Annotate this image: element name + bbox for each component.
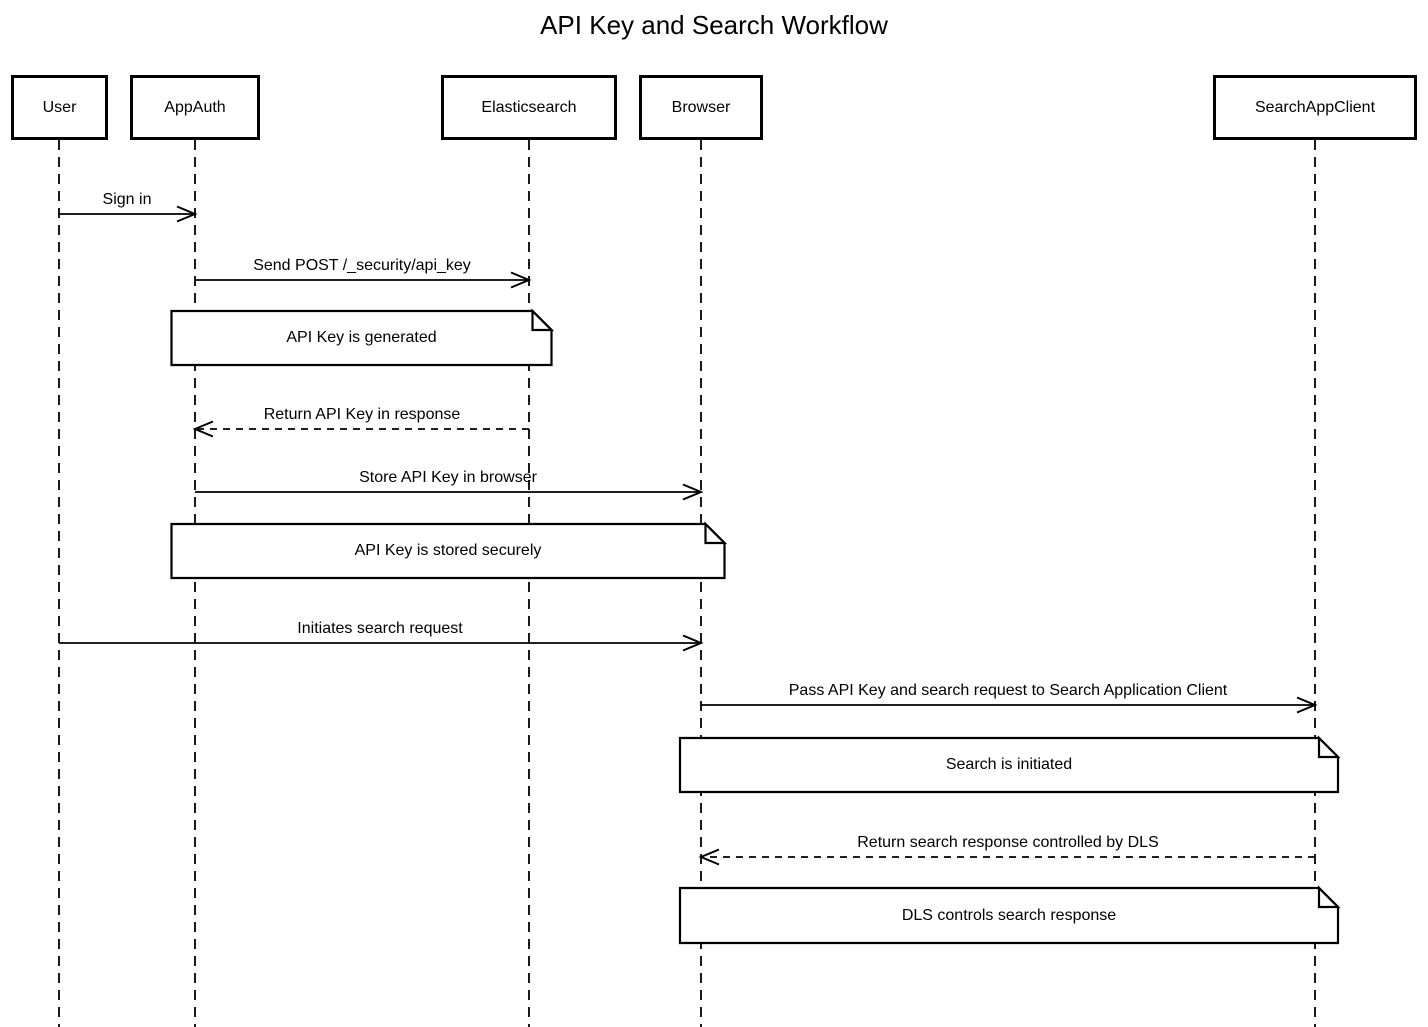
participant-box-user: User (11, 75, 108, 140)
note-fold-icon (531, 308, 555, 332)
participant-label: AppAuth (164, 98, 226, 116)
note-shape-search-initiated (678, 736, 1340, 794)
arrowhead-icon (1296, 696, 1318, 714)
message-label-send-post: Send POST /_security/api_key (253, 257, 471, 274)
arrowhead-icon (176, 205, 198, 223)
note-fold-icon (704, 521, 728, 545)
participant-box-searchappclient: SearchAppClient (1213, 75, 1417, 140)
participant-label: Elasticsearch (481, 98, 577, 116)
message-label-pass-api-key: Pass API Key and search request to Searc… (788, 682, 1228, 699)
message-label-initiates-search: Initiates search request (297, 620, 463, 637)
message-label-return-api-key: Return API Key in response (263, 406, 461, 423)
message-label-store-api-key: Store API Key in browser (359, 469, 537, 486)
note-shape-api-key-stored (170, 522, 726, 580)
note-fold-icon (1317, 885, 1341, 909)
participant-label: SearchAppClient (1254, 98, 1376, 116)
arrowhead-icon (510, 271, 532, 289)
participant-box-browser: Browser (639, 75, 763, 140)
message-label-sign-in: Sign in (102, 191, 152, 208)
diagram-title: API Key and Search Workflow (540, 10, 888, 40)
participant-label: Browser (671, 98, 731, 116)
arrowhead-icon (192, 420, 214, 438)
participant-label: User (42, 98, 77, 116)
note-shape-api-key-generated (170, 309, 553, 367)
note-fold-icon (1317, 735, 1341, 759)
arrowhead-icon (698, 848, 720, 866)
message-label-return-search-response: Return search response controlled by DLS (857, 834, 1159, 851)
participant-box-appauth: AppAuth (130, 75, 260, 140)
note-shape-dls-controls (678, 886, 1340, 945)
arrowhead-icon (682, 634, 704, 652)
arrowhead-icon (682, 483, 704, 501)
participant-box-elasticsearch: Elasticsearch (441, 75, 617, 140)
